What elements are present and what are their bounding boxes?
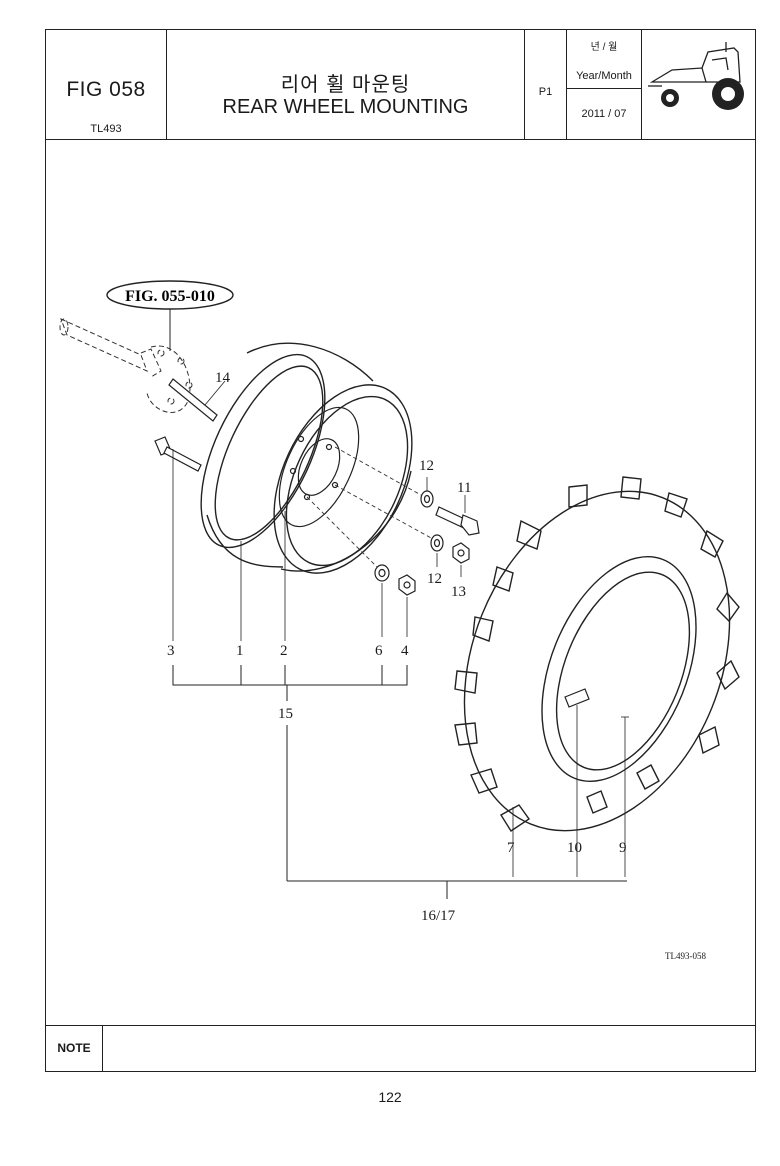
page-frame: FIG 058 TL493 리어 휠 마운팅 REAR WHEEL MOUNTI… bbox=[45, 29, 756, 1072]
tractor-thumbnail-cell bbox=[642, 30, 757, 139]
nut-13 bbox=[452, 542, 470, 577]
year-month-label: Year/Month bbox=[576, 70, 632, 82]
title-korean: 리어 휠 마운팅 bbox=[280, 74, 411, 96]
title-english: REAR WHEEL MOUNTING bbox=[222, 96, 469, 118]
washer-12b bbox=[430, 534, 444, 567]
date-divider bbox=[567, 88, 641, 89]
page-cell: P1 bbox=[525, 30, 567, 139]
label-2: 2 bbox=[280, 643, 288, 659]
hub-bolt bbox=[154, 436, 202, 641]
axle-shaft bbox=[59, 318, 193, 413]
fig-ref-text: FIG. 055-010 bbox=[125, 288, 215, 305]
washer-6 bbox=[374, 564, 390, 637]
nut-4 bbox=[398, 574, 416, 637]
label-12a: 12 bbox=[419, 458, 434, 474]
exploded-diagram: FIG. 055-010 bbox=[59, 280, 740, 961]
label-4: 4 bbox=[401, 643, 409, 659]
wheel-rim bbox=[200, 342, 413, 641]
part-labels: 14 12 11 12 13 3 1 2 6 4 15 7 10 9 16/17 bbox=[167, 370, 627, 924]
stud-bolt bbox=[168, 378, 226, 422]
assembly-lines bbox=[306, 446, 434, 570]
page-number: 122 bbox=[378, 1089, 402, 1105]
bracket-15 bbox=[172, 665, 627, 899]
date-cell: 년 / 월 Year/Month 2011 / 07 bbox=[567, 30, 642, 139]
note-row: NOTE bbox=[46, 1025, 755, 1071]
label-7: 7 bbox=[507, 840, 515, 856]
washer-12a bbox=[420, 477, 434, 508]
valve-10 bbox=[564, 688, 590, 877]
label-9: 9 bbox=[619, 840, 627, 856]
page-label: P1 bbox=[538, 86, 553, 98]
label-15: 15 bbox=[278, 706, 293, 722]
label-14: 14 bbox=[215, 370, 231, 386]
model-code: TL493 bbox=[90, 123, 122, 135]
label-12b: 12 bbox=[427, 571, 442, 587]
label-10: 10 bbox=[567, 840, 582, 856]
tractor-icon bbox=[648, 42, 744, 110]
rear-tire bbox=[454, 476, 740, 877]
label-3: 3 bbox=[167, 643, 175, 659]
note-label: NOTE bbox=[46, 1026, 103, 1071]
title-cell: 리어 휠 마운팅 REAR WHEEL MOUNTING bbox=[167, 30, 525, 139]
fig-number: FIG 058 bbox=[66, 78, 146, 101]
label-11: 11 bbox=[457, 480, 471, 496]
header: FIG 058 TL493 리어 휠 마운팅 REAR WHEEL MOUNTI… bbox=[46, 30, 755, 140]
tube-9 bbox=[621, 716, 629, 877]
bolt-11 bbox=[435, 495, 480, 536]
fig-ref-callout: FIG. 055-010 bbox=[106, 280, 234, 351]
label-13: 13 bbox=[451, 584, 466, 600]
year-month-korean: 년 / 월 bbox=[590, 42, 618, 53]
label-1: 1 bbox=[236, 643, 244, 659]
drawing-code: TL493-058 bbox=[665, 951, 706, 961]
label-6: 6 bbox=[375, 643, 383, 659]
fig-number-cell: FIG 058 TL493 bbox=[46, 30, 167, 139]
wheel-disc bbox=[278, 406, 360, 641]
label-16-17: 16/17 bbox=[421, 908, 456, 924]
year-month-value: 2011 / 07 bbox=[581, 108, 627, 120]
